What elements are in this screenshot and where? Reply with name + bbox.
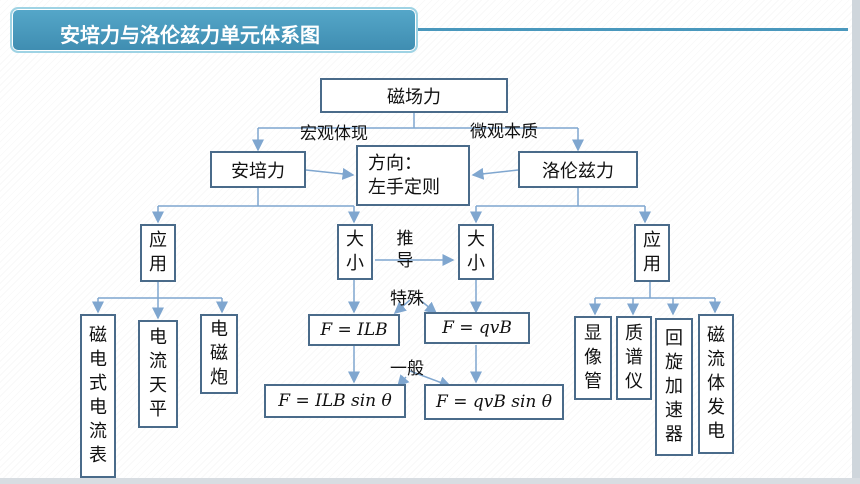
app-mhd-generator: 磁 流 体 发 电: [698, 314, 734, 454]
title-rule: [418, 28, 848, 31]
apply-left-bracket: [98, 282, 222, 299]
arrow-general-right: [409, 370, 452, 388]
arrow-special-left: [393, 299, 411, 314]
char: 小: [467, 253, 485, 274]
label-micro: 微观本质: [470, 122, 538, 142]
label-macro: 宏观体现: [300, 124, 368, 144]
char: 大: [467, 229, 485, 250]
char: 流: [89, 421, 107, 442]
formula-f-qvb-sin: F = qvB sin θ: [424, 384, 564, 420]
app-picture-tube: 显 像 管: [574, 316, 612, 400]
label-derive: 推 导: [393, 228, 417, 272]
title-banner: 安培力与洛伦兹力单元体系图: [10, 7, 418, 53]
char: 器: [665, 424, 683, 445]
arrow-lorentz-direction: [471, 167, 519, 180]
char: 仪: [625, 371, 643, 392]
app-cyclotron: 回 旋 加 速 器: [655, 318, 693, 456]
app-mass-spectrometer: 质 谱 仪: [616, 316, 652, 400]
node-lorentz-force: 洛伦兹力: [518, 151, 638, 188]
char: 速: [665, 400, 683, 421]
label-special: 特殊: [390, 289, 424, 309]
char: 电: [707, 421, 725, 442]
char: 回: [665, 328, 683, 349]
char: 质: [625, 323, 643, 344]
char: 推: [396, 229, 414, 249]
lorentz-bracket: [476, 188, 645, 207]
root-bracket: [258, 113, 578, 129]
char: 显: [584, 323, 602, 344]
app-moving-coil-ammeter: 磁 电 式 电 流 表: [80, 314, 116, 478]
char: 磁: [210, 343, 228, 364]
node-size-right: 大 小: [458, 224, 494, 280]
char: 流: [707, 349, 725, 370]
char: 磁: [89, 325, 107, 346]
char: 平: [149, 399, 167, 420]
char: 电: [210, 319, 228, 340]
formula-f-qvb: F = qvB: [424, 312, 530, 344]
char: 管: [584, 371, 602, 392]
direction-line-2: 左手定则: [368, 176, 440, 198]
arrow-ampere-direction: [305, 167, 355, 180]
char: 用: [643, 254, 661, 275]
char: 导: [396, 251, 414, 271]
char: 表: [89, 445, 107, 466]
char: 炮: [210, 367, 228, 388]
node-apply-left: 应 用: [140, 224, 176, 282]
char: 电: [89, 349, 107, 370]
arrow-special-right: [419, 299, 438, 314]
page-title: 安培力与洛伦兹力单元体系图: [60, 23, 320, 47]
bottom-edge: [0, 478, 860, 484]
char: 发: [707, 397, 725, 418]
ampere-bracket: [158, 188, 354, 207]
app-electromagnetic-gun: 电 磁 炮: [200, 314, 238, 394]
char: 加: [665, 376, 683, 397]
label-general: 一般: [390, 359, 424, 379]
char: 体: [707, 373, 725, 394]
app-current-balance: 电 流 天 平: [138, 320, 178, 428]
char: 磁: [707, 325, 725, 346]
char: 电: [149, 327, 167, 348]
char: 流: [149, 351, 167, 372]
char: 旋: [665, 352, 683, 373]
formula-f-ilb: F = ILB: [308, 314, 400, 346]
char: 谱: [625, 347, 643, 368]
char: 像: [584, 347, 602, 368]
char: 天: [149, 375, 167, 396]
node-apply-right: 应 用: [634, 224, 670, 282]
node-magnetic-force: 磁场力: [320, 78, 508, 113]
node-size-left: 大 小: [337, 224, 373, 280]
char: 用: [149, 254, 167, 275]
char: 应: [643, 230, 661, 251]
char: 式: [89, 373, 107, 394]
node-ampere-force: 安培力: [210, 151, 306, 188]
apply-right-bracket: [595, 282, 715, 299]
char: 小: [346, 253, 364, 274]
direction-line-1: 方向：: [368, 152, 422, 174]
node-direction: 方向： 左手定则: [356, 145, 470, 206]
char: 应: [149, 230, 167, 251]
formula-f-ilb-sin: F = ILB sin θ: [264, 384, 406, 418]
right-edge: [852, 0, 860, 484]
char: 大: [346, 229, 364, 250]
char: 电: [89, 397, 107, 418]
